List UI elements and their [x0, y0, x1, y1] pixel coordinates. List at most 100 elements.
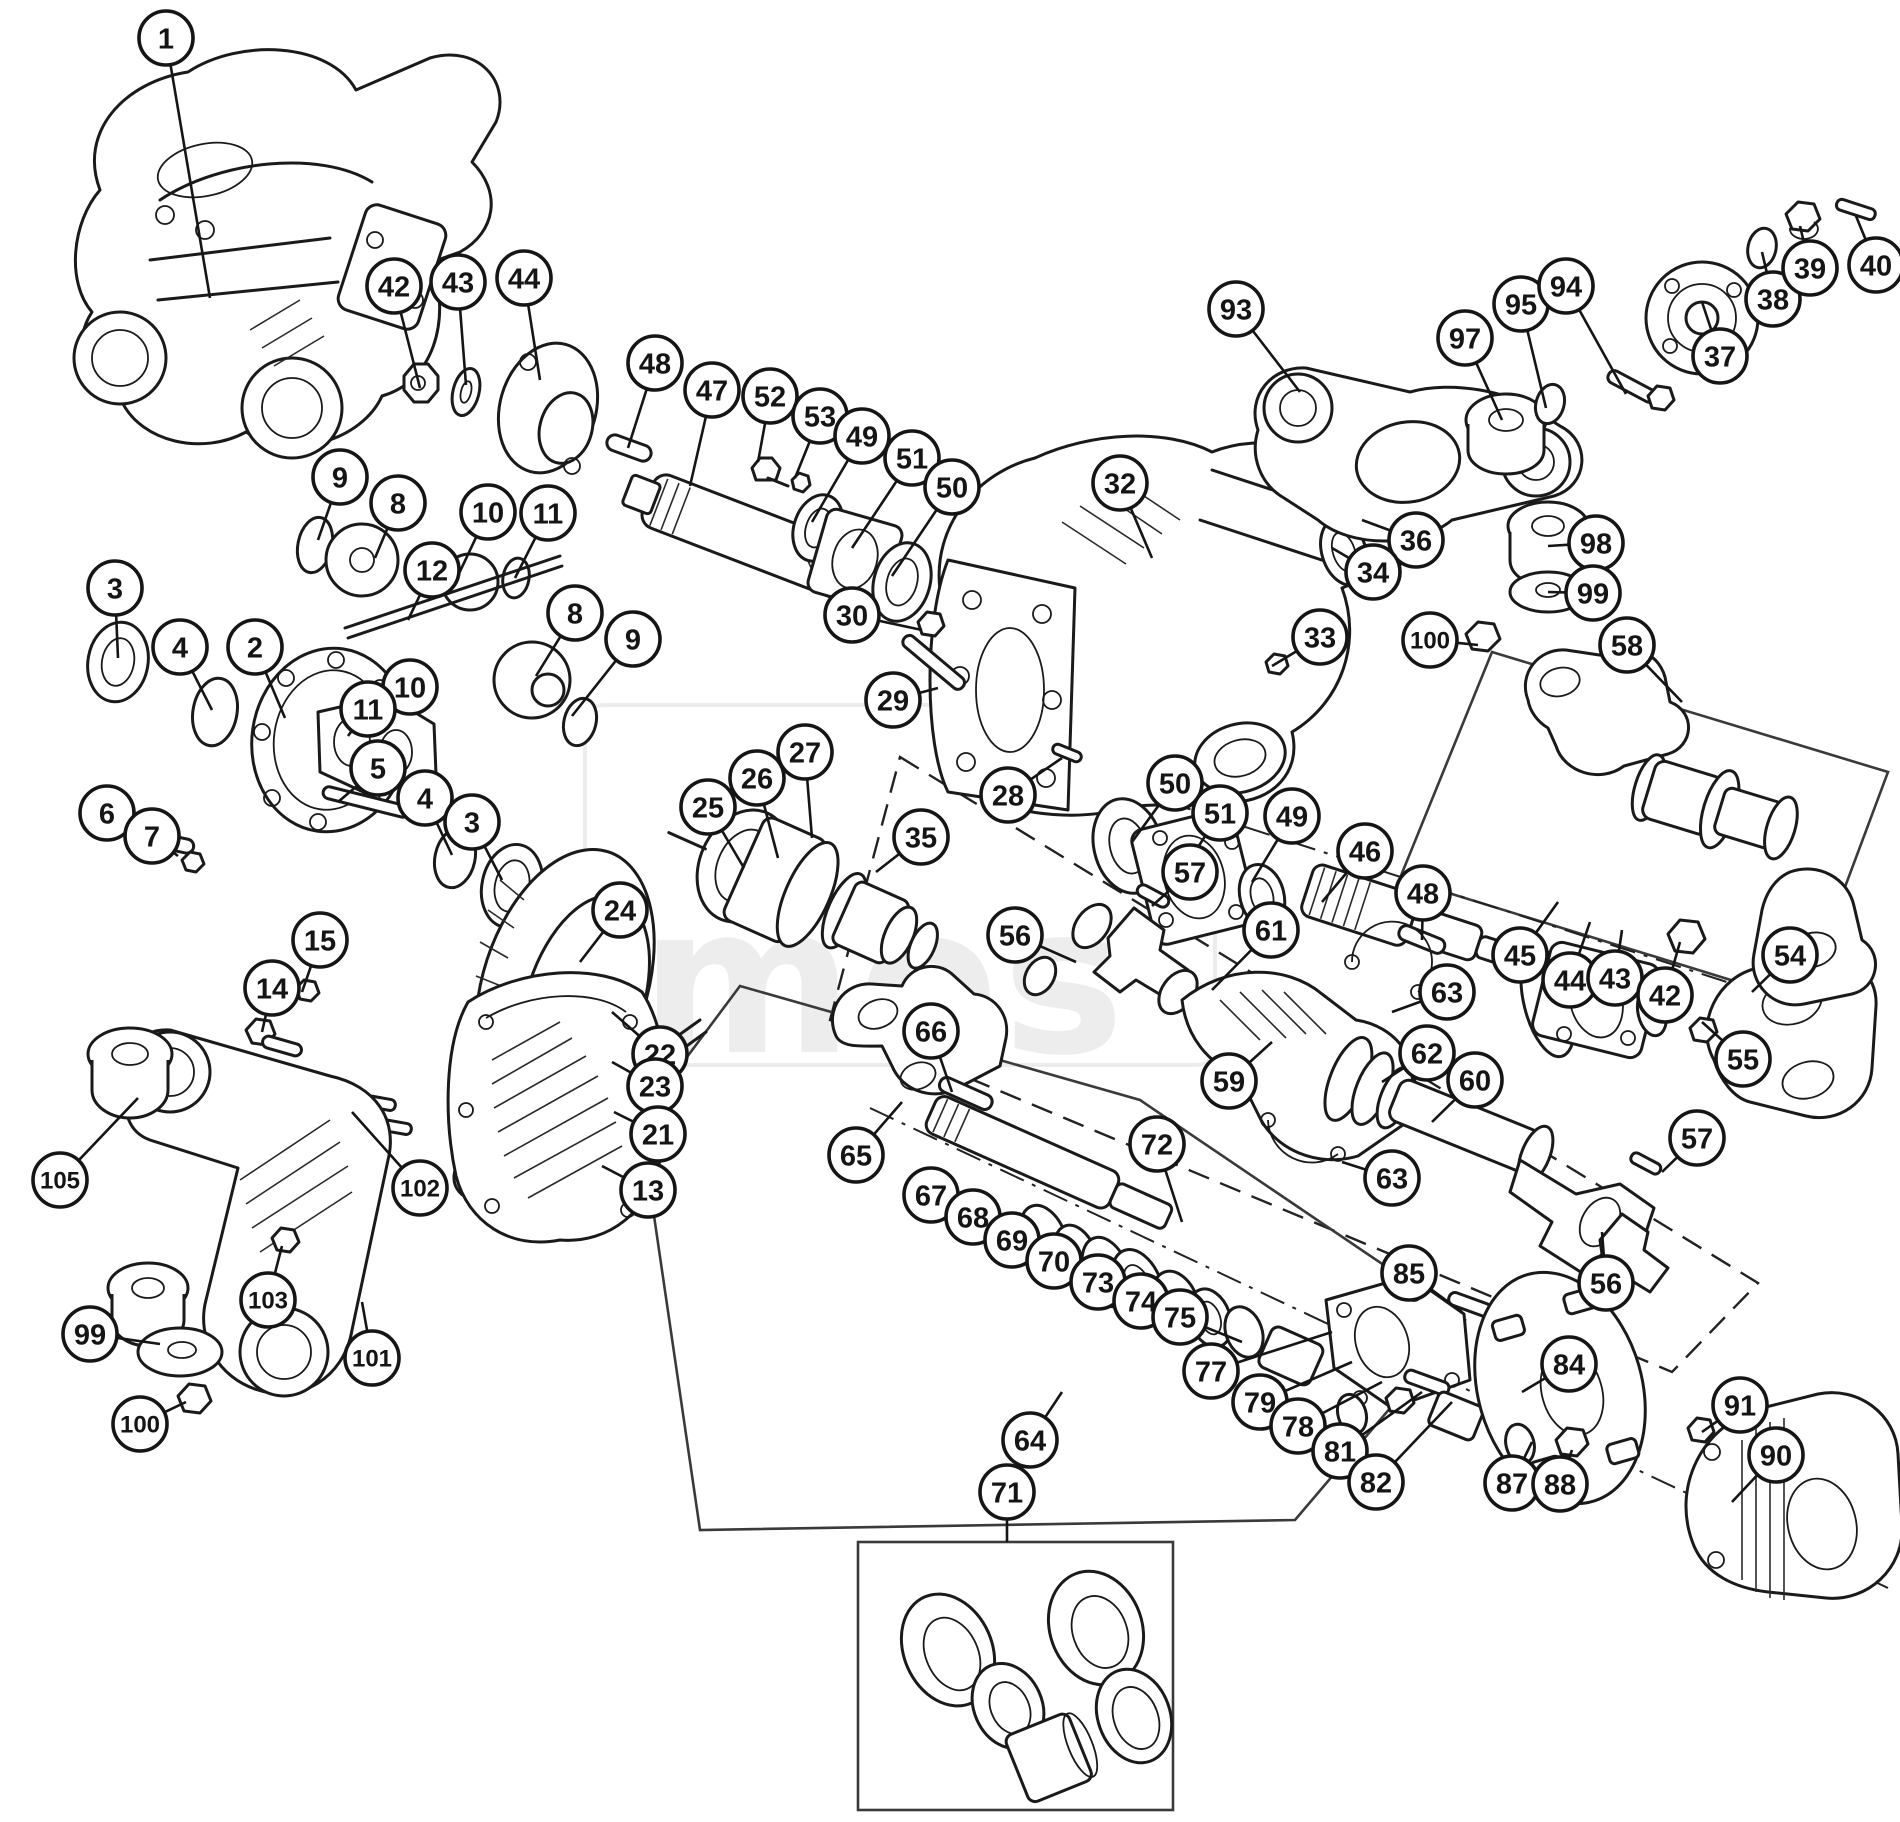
- callout-number-3: 3: [107, 573, 123, 605]
- callout-circle-21: [629, 1105, 687, 1163]
- callout-leader-9: [316, 502, 333, 541]
- callout-number-9: 9: [332, 462, 348, 494]
- callout-91: 91: [1701, 1376, 1769, 1434]
- callout-circle-9: [311, 448, 369, 506]
- callout-leader-26: [762, 803, 780, 859]
- callout-27: 27: [776, 723, 834, 839]
- callout-number-28: 28: [992, 780, 1024, 812]
- callout-leader-82: [1393, 1401, 1453, 1464]
- callout-leader-8: [534, 635, 562, 677]
- callout-57: 57: [1661, 1109, 1726, 1173]
- callout-circle-25: [679, 778, 737, 836]
- callout-49: 49: [1250, 787, 1321, 883]
- callout-number-65: 65: [840, 1140, 872, 1172]
- callout-29: 29: [864, 671, 939, 729]
- callout-number-69: 69: [996, 1225, 1028, 1257]
- callout-number-15: 15: [304, 925, 336, 957]
- callout-number-23: 23: [639, 1071, 671, 1103]
- callout-leader-12: [406, 593, 422, 621]
- callout-number-102: 102: [400, 1176, 440, 1203]
- callout-leader-84: [1521, 1376, 1547, 1394]
- callout-circle-7: [123, 807, 181, 865]
- callout-44: 44: [495, 249, 553, 381]
- callout-number-98: 98: [1580, 528, 1612, 560]
- callout-leader-95: [1526, 329, 1548, 409]
- callout-number-63: 63: [1431, 977, 1463, 1009]
- callout-51: 51: [850, 429, 941, 549]
- callout-circle-71: [978, 1463, 1036, 1521]
- callout-101: 101: [343, 1301, 401, 1387]
- callout-50: 50: [890, 458, 981, 577]
- callout-number-25: 25: [692, 792, 724, 824]
- callout-100: 100: [111, 1395, 187, 1453]
- callout-97: 97: [1436, 309, 1504, 421]
- callout-34: 34: [1331, 543, 1402, 601]
- callout-leader-63: [1341, 1160, 1367, 1172]
- callout-50: 50: [1130, 754, 1204, 843]
- callout-87: 87: [1483, 1441, 1541, 1512]
- callout-circle-33: [1291, 608, 1349, 666]
- callout-number-75: 75: [1164, 1302, 1196, 1334]
- callout-number-3: 3: [464, 807, 480, 839]
- callout-circle-63: [1363, 1149, 1421, 1207]
- callout-circle-56: [1577, 1254, 1635, 1312]
- callout-number-38: 38: [1757, 284, 1789, 316]
- callout-26: 26: [728, 749, 786, 859]
- callout-circle-4: [151, 618, 209, 676]
- callout-14: 14: [243, 959, 301, 1033]
- callout-number-99: 99: [1577, 578, 1609, 610]
- callout-circle-48: [1394, 864, 1452, 922]
- callout-circle-93: [1207, 280, 1265, 338]
- callout-leader-32: [1129, 507, 1154, 559]
- callout-number-30: 30: [836, 600, 868, 632]
- callout-leader-39: [1798, 225, 1806, 243]
- callout-leader-99: [116, 1336, 161, 1346]
- callout-number-77: 77: [1195, 1356, 1227, 1388]
- callout-circle-57: [1668, 1109, 1726, 1167]
- callout-number-21: 21: [642, 1119, 674, 1151]
- callout-number-54: 54: [1774, 940, 1806, 972]
- callout-number-14: 14: [256, 973, 288, 1005]
- callout-number-70: 70: [1038, 1246, 1070, 1278]
- callout-35: 35: [875, 808, 950, 874]
- callout-38: 38: [1744, 251, 1802, 328]
- callout-leader-44: [1577, 921, 1592, 955]
- callout-number-53: 53: [804, 401, 836, 433]
- callout-circle-44: [495, 249, 553, 307]
- callout-circle-8: [546, 584, 604, 642]
- callout-circle-48: [626, 334, 684, 392]
- callout-88: 88: [1531, 1449, 1589, 1513]
- callout-59: 59: [1200, 1041, 1273, 1110]
- callout-21: 21: [613, 1105, 687, 1163]
- callout-13: 13: [601, 1161, 677, 1219]
- callout-leader-15: [300, 965, 313, 993]
- rear-mount-drawing: [1253, 197, 1877, 543]
- callout-number-61: 61: [1255, 915, 1287, 947]
- callout-3: 3: [86, 559, 144, 659]
- callout-leader-3: [483, 845, 504, 881]
- callout-number-68: 68: [957, 1202, 989, 1234]
- callout-leader-101: [360, 1301, 369, 1332]
- callout-circle-14: [243, 959, 301, 1017]
- callout-circle-49: [1263, 787, 1321, 845]
- callout-leader-81: [1361, 1390, 1423, 1437]
- callout-circle-54: [1761, 926, 1819, 984]
- callout-number-94: 94: [1550, 271, 1582, 303]
- callout-98: 98: [1547, 514, 1625, 572]
- callout-circle-29: [864, 671, 922, 729]
- callout-48: 48: [1394, 864, 1452, 941]
- diff-hub-drawing: [86, 620, 545, 930]
- callout-leader-54: [1751, 972, 1772, 993]
- callout-circle-100: [1401, 611, 1459, 669]
- callout-55: 55: [1701, 1021, 1772, 1088]
- callout-number-29: 29: [877, 685, 909, 717]
- callout-56: 56: [986, 906, 1077, 964]
- callout-number-48: 48: [1407, 878, 1439, 910]
- callout-leader-50: [890, 508, 938, 577]
- callout-leader-52: [756, 422, 767, 463]
- callout-leader-36: [1361, 518, 1392, 532]
- callout-leader-60: [1431, 1097, 1457, 1123]
- callout-leader-44: [526, 304, 542, 381]
- callout-leader-63: [1391, 1000, 1423, 1014]
- callout-leader-77: [1236, 1330, 1333, 1364]
